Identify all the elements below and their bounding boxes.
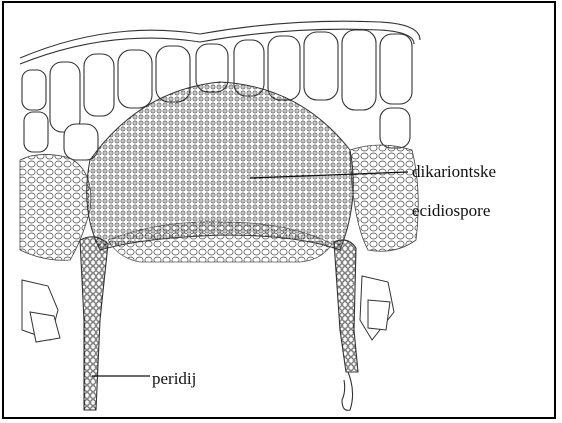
label-peridij: peridij xyxy=(152,368,196,390)
peridium-walls xyxy=(80,237,358,410)
label-ecidiospore: ecidiospore xyxy=(412,200,490,222)
label-dikariontske: dikariontske xyxy=(412,161,496,183)
